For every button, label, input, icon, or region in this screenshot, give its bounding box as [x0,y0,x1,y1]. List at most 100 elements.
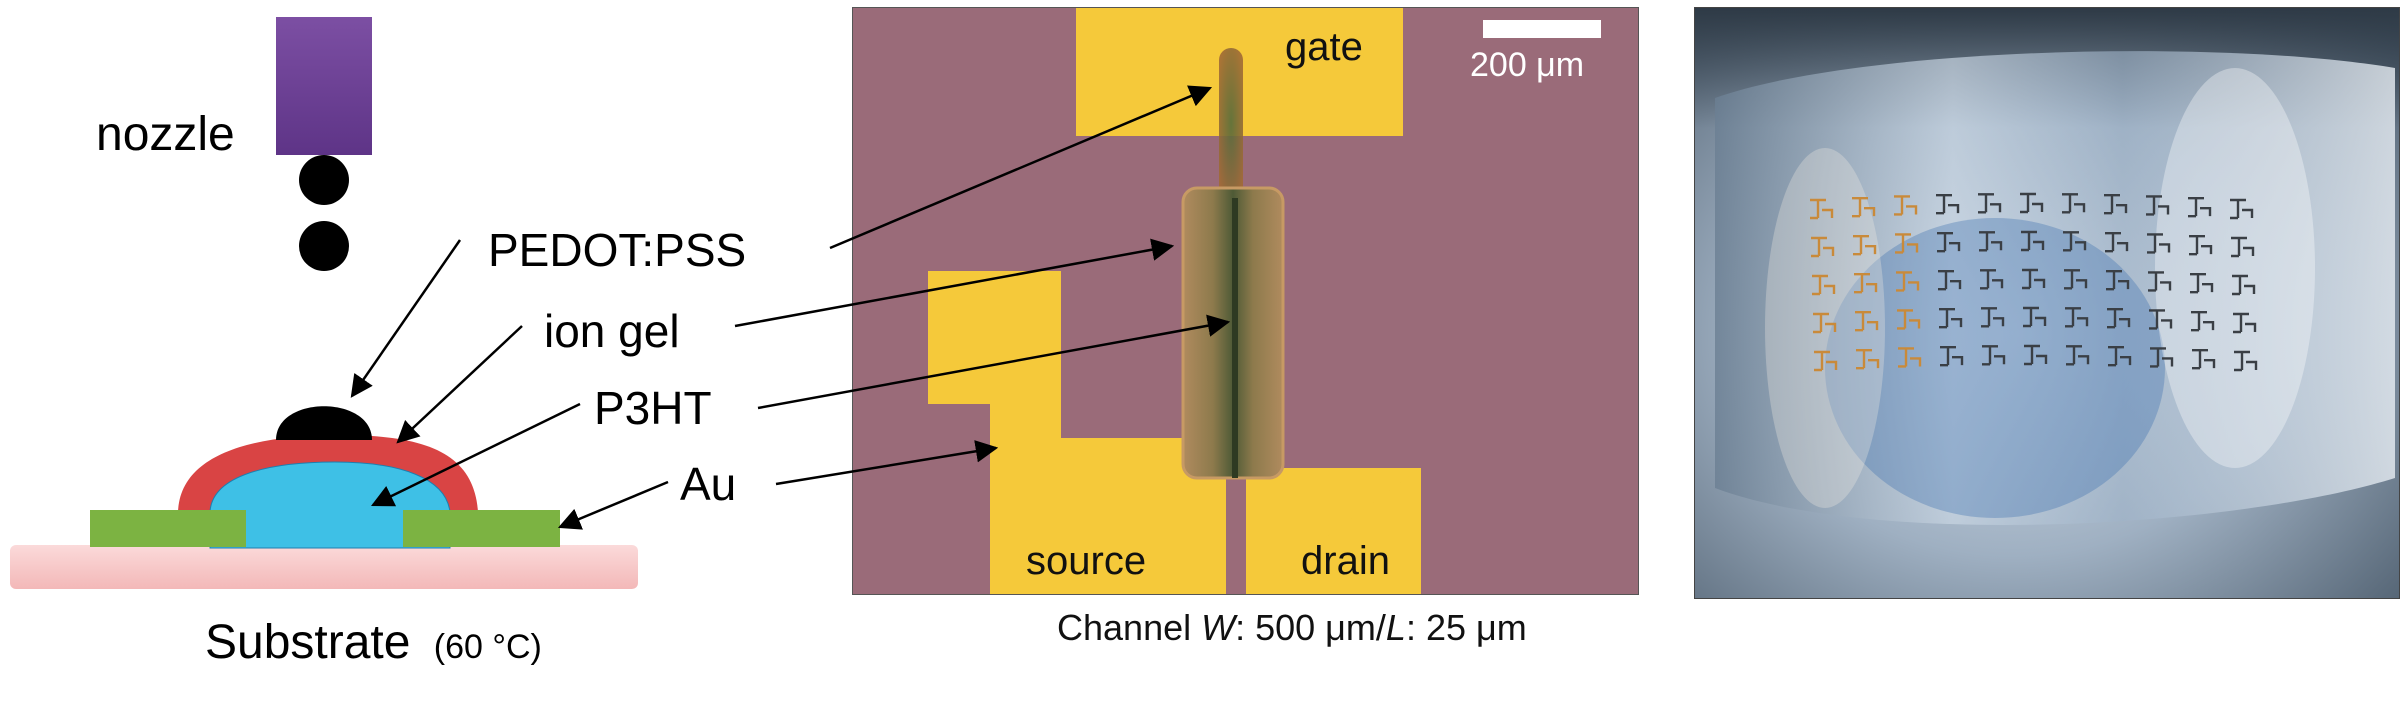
left-reflection [1765,148,1885,508]
printed-device [2106,269,2130,291]
printed-device [1895,233,1919,254]
nozzle-label: nozzle [96,108,235,161]
printed-device [2146,195,2170,216]
source-label: source [1026,539,1146,583]
droplet-1 [299,155,349,205]
au-arrow [557,480,669,530]
photo-svg [1695,8,2399,598]
drain-l-shape [1246,468,1420,594]
printed-device [2024,344,2048,366]
ion-gel-arrow [396,325,523,444]
printed-device [1812,274,1836,296]
channel-caption: Channel W: 500 μm/L: 25 μm [1057,607,1527,648]
source-electrode [928,271,1061,594]
printed-device [1938,269,1962,291]
printed-device [2021,230,2045,252]
printed-device [1814,350,1838,372]
printed-device [2233,312,2257,334]
gate-stem [1219,48,1243,198]
p3ht-arrow [370,402,581,507]
printed-device [2065,307,2089,328]
flexible-film [1715,51,2395,526]
printed-device [1940,345,1964,367]
printed-device [1811,236,1835,258]
drain-label: drain [1301,539,1390,583]
printed-device [1937,231,1961,253]
au-label: Au [680,458,736,510]
printed-device [2190,272,2214,294]
substrate-label: Substrate (60 °C) [205,616,542,669]
printed-device [1855,310,1879,332]
printed-device [2231,236,2255,258]
printed-device [1813,312,1837,334]
printed-device [2189,234,2213,256]
printed-device [1856,348,1880,370]
printed-device [2105,231,2129,253]
printed-device [1897,309,1921,330]
printed-device [1894,195,1918,216]
printed-device [1896,271,1920,292]
printed-device [2230,198,2254,220]
au-electrode-left [90,510,246,547]
p3ht-shape [209,461,451,549]
blue-reflection [1825,218,2165,518]
p3ht-to-channel-arrow [757,314,1231,410]
pedot-arrow [350,239,462,398]
flexible-array-photo [1694,7,2400,599]
au-electrode-right [403,510,560,547]
scale-bar-label: 200 μm [1470,46,1584,84]
ion-gel-label: ion gel [544,305,680,357]
printed-device [2149,309,2173,330]
scale-bar [1483,20,1601,38]
printed-device [1981,307,2005,328]
printed-device [2104,193,2128,215]
printed-device [2022,268,2046,290]
source-finger [1061,438,1226,594]
printed-device [1810,198,1834,220]
printed-device [2188,196,2212,218]
nozzle-shape [276,17,372,155]
printed-device [1853,234,1877,256]
ion-gel-to-channel-arrow [734,238,1175,328]
gate-label: gate [1285,25,1363,69]
printed-device [2107,307,2131,329]
printed-device [2232,274,2256,296]
light-reflection [2155,68,2315,468]
substrate-shape [10,545,638,589]
pedot-label: PEDOT:PSS [488,224,746,276]
printed-device [2234,350,2258,372]
printed-device [2062,193,2086,214]
channel-w-symbol: W [1201,607,1236,648]
printed-device [1979,231,2003,252]
au-to-source-arrow [775,440,999,486]
printed-device [2066,345,2090,366]
printed-device [2063,231,2087,252]
device-array [1810,192,2258,372]
pedot-shape [276,406,372,440]
printed-device [2020,192,2044,214]
printed-device [2192,348,2216,370]
channel-l-symbol: L [1385,607,1406,648]
printed-device [2148,271,2172,292]
printed-device [1982,345,2006,366]
device-micrograph: 200 μm gate source drain [852,7,1639,595]
micrograph-svg: 200 μm gate source drain [853,8,1638,594]
printing-schematic: nozzle PEDOT:PSS ion gel P3HT Au Substra… [0,0,850,708]
substrate-temp: (60 °C) [434,628,542,666]
printed-device [2150,347,2174,368]
printed-device [2064,269,2088,290]
printed-device [1936,193,1960,215]
printed-device [1939,307,1963,329]
printed-device [2147,233,2171,254]
printed-device [2023,306,2047,328]
printed-device [1898,347,1922,368]
printed-device [1852,196,1876,218]
pedot-to-gate-arrow [829,85,1213,250]
droplet-2 [299,221,349,271]
printed-device [1854,272,1878,294]
printed-device [2191,310,2215,332]
p3ht-label: P3HT [594,382,712,434]
printed-device [2108,345,2132,367]
printed-device [1980,269,2004,290]
